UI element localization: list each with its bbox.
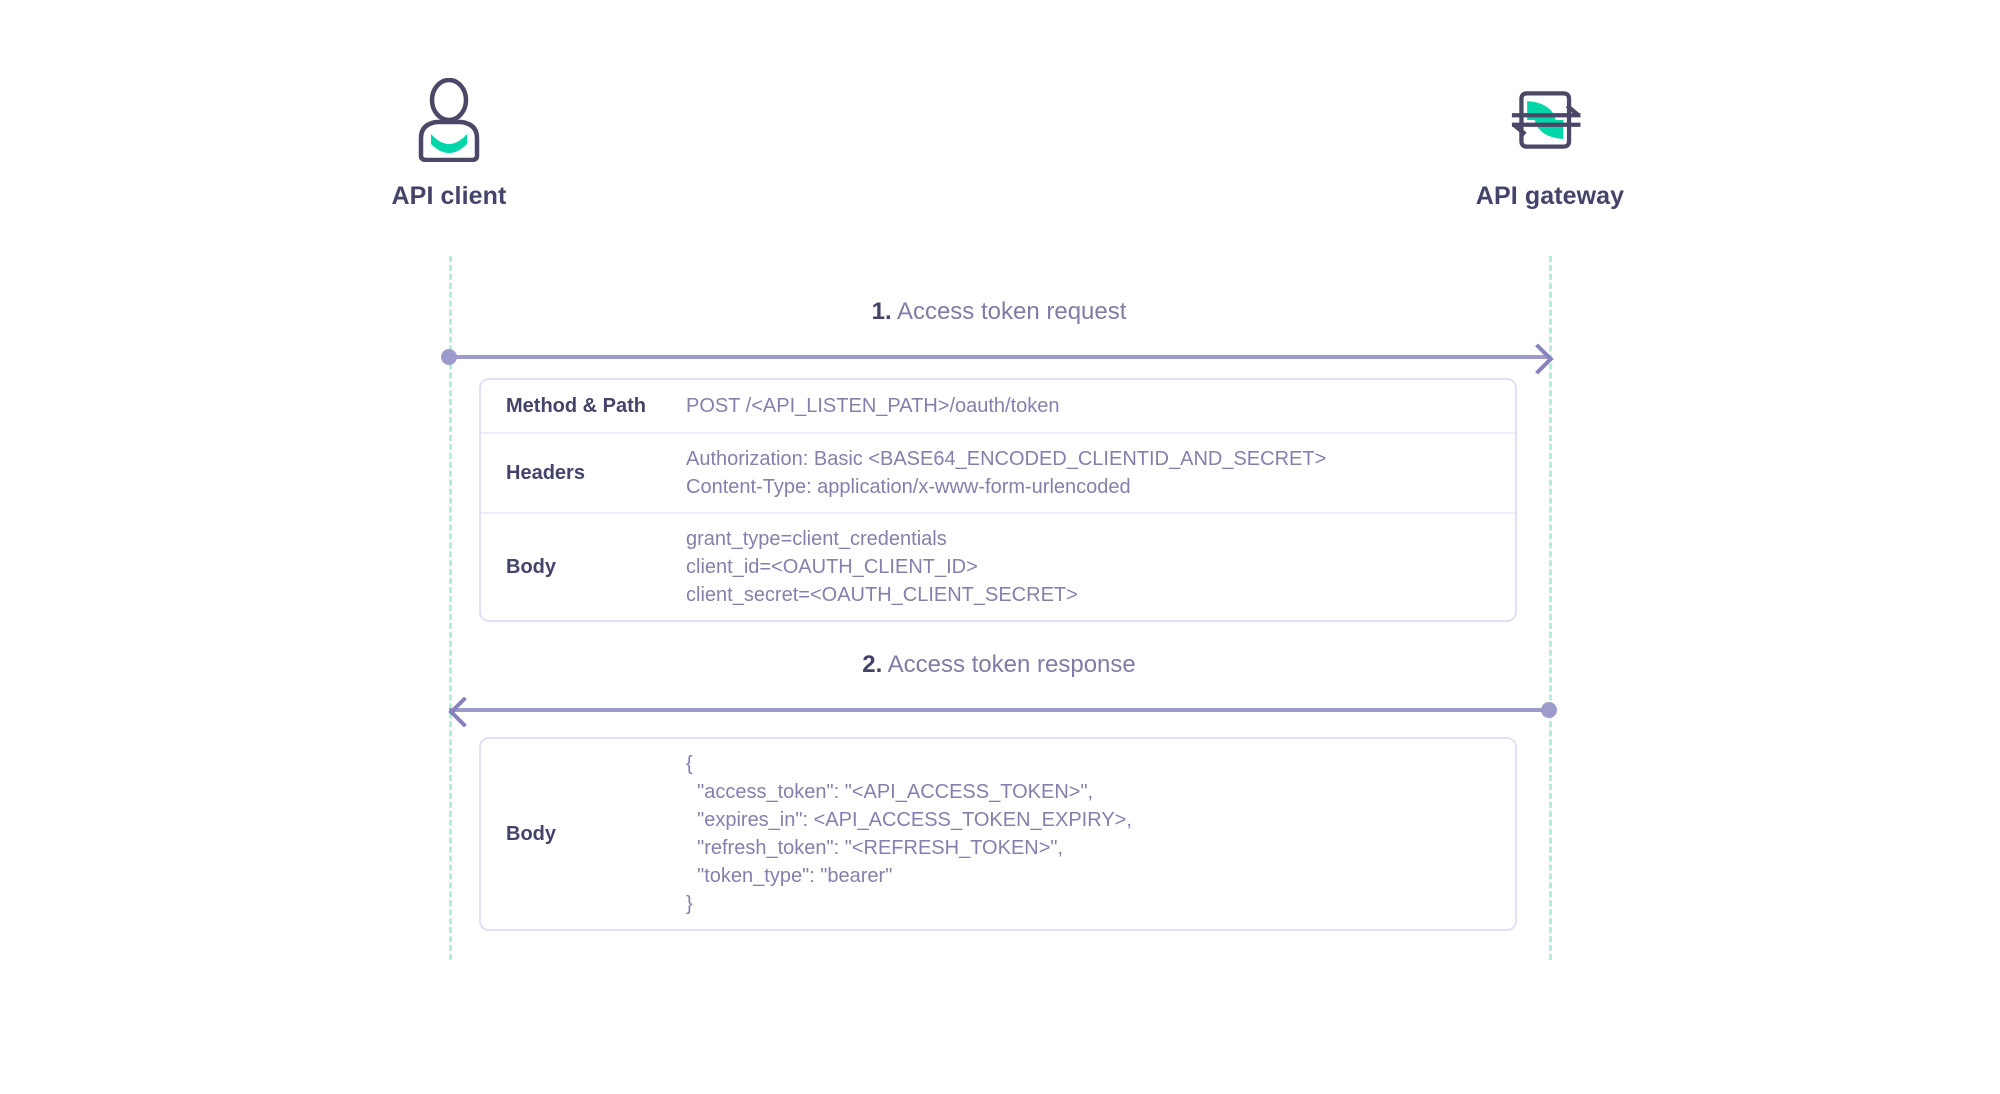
- row-value: POST /<API_LISTEN_PATH>/oauth/token: [686, 392, 1515, 420]
- row-value-line: client_secret=<OAUTH_CLIENT_SECRET>: [686, 584, 1078, 606]
- step-2-number: 2.: [862, 651, 883, 678]
- row-value-line: POST /<API_LISTEN_PATH>/oauth/token: [686, 395, 1060, 417]
- step-1-arrow: [441, 343, 1554, 375]
- step-1: 1. Access token request: [441, 300, 1554, 375]
- table-row: Headers Authorization: Basic <BASE64_ENC…: [481, 434, 1515, 514]
- row-value-line: "expires_in": <API_ACCESS_TOKEN_EXPIRY>,: [686, 809, 1132, 831]
- step-2-label: 2. Access token response: [449, 653, 1549, 677]
- lifeline-api-gateway: [1549, 256, 1552, 960]
- actor-api-client: API client: [299, 78, 599, 211]
- row-value-line: {: [686, 753, 693, 775]
- row-value-line: client_id=<OAUTH_CLIENT_ID>: [686, 556, 978, 578]
- row-key: Headers: [506, 461, 585, 484]
- table-row: Method & Path POST /<API_LISTEN_PATH>/oa…: [481, 380, 1515, 434]
- gateway-exchange-icon: [1511, 91, 1581, 149]
- row-value-line: }: [686, 893, 693, 915]
- row-value-line: Content-Type: application/x-www-form-url…: [686, 476, 1131, 498]
- step-2-arrow: [448, 696, 1557, 728]
- row-value-line: "access_token": "<API_ACCESS_TOKEN>",: [686, 781, 1094, 803]
- step-2-detail-table: Body { "access_token": "<API_ACCESS_TOKE…: [479, 737, 1517, 931]
- row-value: Authorization: Basic <BASE64_ENCODED_CLI…: [686, 445, 1515, 501]
- step-2: 2. Access token response: [448, 653, 1557, 728]
- user-icon: [418, 78, 480, 162]
- arrow-head-left-icon: [448, 696, 480, 728]
- arrow-origin-dot: [441, 349, 457, 365]
- step-1-detail-table: Method & Path POST /<API_LISTEN_PATH>/oa…: [479, 378, 1517, 622]
- row-value-line: grant_type=client_credentials: [686, 528, 947, 550]
- step-1-number: 1.: [871, 298, 892, 325]
- row-value-line: "refresh_token": "<REFRESH_TOKEN>",: [686, 837, 1064, 859]
- lifeline-api-client: [449, 256, 452, 960]
- arrow-line: [449, 355, 1549, 359]
- row-value-line: Authorization: Basic <BASE64_ENCODED_CLI…: [686, 448, 1327, 470]
- step-2-title: Access token response: [887, 651, 1136, 678]
- row-value-line: "token_type": "bearer": [686, 865, 893, 887]
- step-1-title: Access token request: [896, 298, 1127, 325]
- row-value: grant_type=client_credentials client_id=…: [686, 525, 1515, 609]
- actor-api-gateway: API gateway: [1400, 78, 1700, 211]
- arrow-line: [449, 708, 1549, 712]
- row-key: Method & Path: [506, 394, 646, 417]
- actor-label: API gateway: [1475, 182, 1625, 210]
- row-value: { "access_token": "<API_ACCESS_TOKEN>", …: [686, 750, 1515, 918]
- actor-label: API client: [391, 182, 507, 210]
- table-row: Body grant_type=client_credentials clien…: [481, 514, 1515, 620]
- step-1-label: 1. Access token request: [449, 300, 1549, 324]
- arrow-origin-dot: [1541, 702, 1557, 718]
- row-key: Body: [506, 555, 556, 578]
- table-row: Body { "access_token": "<API_ACCESS_TOKE…: [481, 739, 1515, 929]
- row-key: Body: [506, 822, 556, 845]
